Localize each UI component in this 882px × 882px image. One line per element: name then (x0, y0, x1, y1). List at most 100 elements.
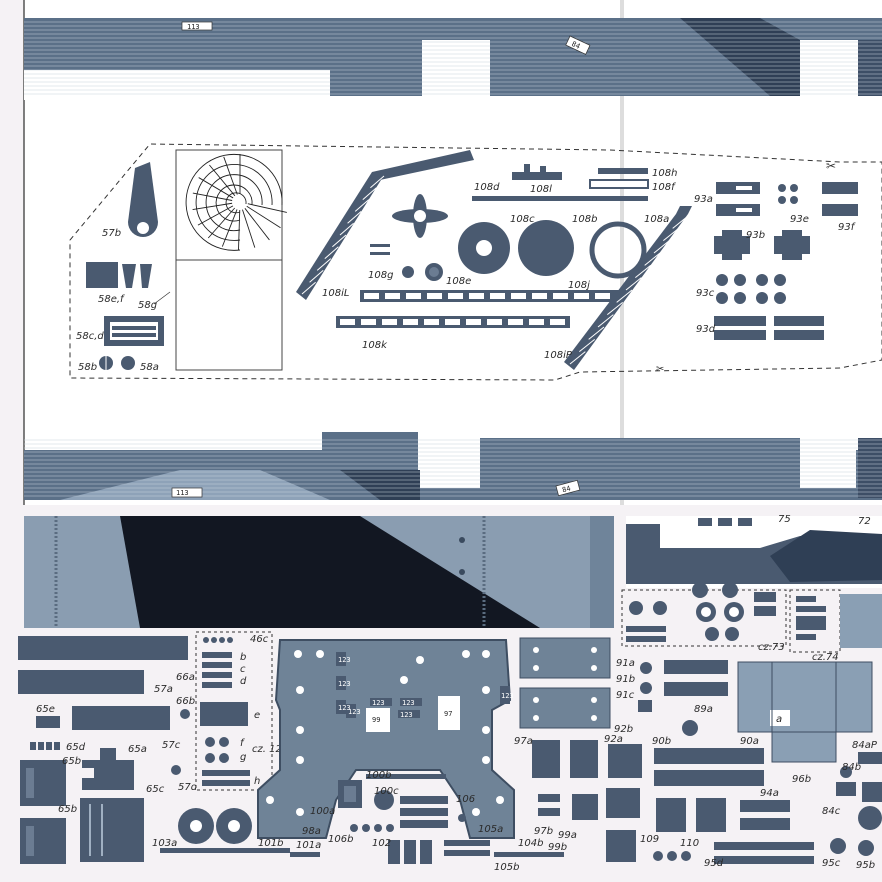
upper-deck-strip (24, 18, 882, 100)
label-65b-1: 65b (62, 756, 81, 767)
part-93e (778, 184, 798, 204)
part-93b (714, 230, 810, 260)
part-99a (572, 794, 598, 820)
label-92b: 92b (614, 724, 633, 735)
lower-tag: 113 (176, 489, 189, 497)
part-91-circles (638, 662, 652, 712)
part-98a-deck-plate (257, 639, 515, 839)
part-57c-block (72, 706, 170, 730)
part-105b-2 (444, 850, 490, 856)
lower-tag-box (171, 487, 203, 498)
part-104b (494, 852, 564, 857)
part-93f-2 (822, 204, 858, 216)
part-108a (589, 221, 647, 279)
part-91b-plate (519, 687, 611, 729)
part-58e (86, 262, 118, 288)
label-75: 75 (778, 514, 791, 525)
label-92a: 92a (604, 734, 623, 745)
part-108iL-jib (296, 150, 474, 300)
label-99b: 99b (548, 842, 567, 853)
label-108c: 108c (510, 214, 535, 225)
label-g: g (240, 752, 246, 763)
deck-label-123f: 123 (402, 699, 415, 707)
label-108d: 108d (474, 182, 500, 193)
deck-label-97: 97 (444, 710, 452, 718)
part-65d (30, 742, 60, 750)
part-58f (122, 264, 136, 288)
part-100b (366, 774, 446, 779)
label-c: c (240, 664, 246, 675)
label-103a: 103a (152, 838, 177, 849)
label-d: d (240, 676, 247, 687)
label-58g: 58g (138, 300, 157, 311)
label-95c: 95c (822, 858, 841, 869)
label-97a: 97a (514, 736, 533, 747)
label-65e: 65e (36, 704, 55, 715)
part-65e (36, 716, 60, 728)
label-110: 110 (680, 838, 699, 849)
part-58c-window (110, 322, 158, 340)
part-93d (714, 316, 824, 340)
deck-label-123g: 123 (400, 711, 413, 719)
part-small-rod-1 (370, 244, 390, 247)
part-109 (606, 830, 636, 862)
label-93b: 93b (746, 230, 765, 241)
label-101b: 101b (258, 838, 283, 849)
part-101a (290, 852, 320, 857)
part-65a (82, 760, 134, 790)
label-95b: 95b (856, 860, 875, 871)
part-105b-1 (444, 840, 490, 846)
lower-right-tag-group: 84 (555, 479, 581, 497)
label-93f: 93f (838, 222, 856, 233)
label-57d: 57d (178, 782, 198, 793)
part-101b (160, 848, 290, 853)
label-90b: 90b (652, 736, 671, 747)
part-66b (180, 709, 190, 719)
label-93c: 93c (696, 288, 715, 299)
label-108l: 108l (530, 184, 552, 195)
label-f: f (240, 738, 245, 749)
label-93a: 93a (694, 194, 713, 205)
label-cz74: cz.74 (812, 652, 839, 663)
label-57a: 57a (154, 684, 173, 695)
label-101a: 101a (296, 840, 321, 851)
lower-right-tag: 84 (561, 484, 571, 494)
part-108d (472, 196, 648, 201)
part-89a (664, 660, 728, 696)
part-110 (653, 851, 691, 861)
label-66a: 66a (176, 672, 195, 683)
label-105a: 105a (478, 824, 503, 835)
part-90b (654, 770, 764, 786)
bottom-hull-end (590, 516, 614, 628)
label-98a: 98a (302, 826, 321, 837)
part-66a (18, 636, 188, 660)
label-91a: 91a (616, 658, 635, 669)
scissors-icon: ✂ (826, 159, 836, 173)
label-65b-2: 65b (58, 804, 77, 815)
part-95d (714, 842, 814, 864)
upper-right-tag: 84 (570, 40, 581, 51)
part-90a (654, 748, 764, 764)
part-97a (532, 740, 598, 778)
part-108g (402, 266, 414, 278)
label-65c: 65c (146, 784, 165, 795)
label-96b: 96b (792, 774, 811, 785)
label-58ef: 58e,f (98, 294, 125, 305)
part-93c (716, 274, 786, 304)
label-65a: 65a (128, 744, 147, 755)
part-93f-1 (822, 182, 858, 194)
label-100c: 100c (374, 786, 399, 797)
upper-right-tag-group: 84 (565, 35, 591, 55)
label-46c: 46c (250, 634, 269, 645)
part-58a (121, 356, 135, 370)
label-58a: 58a (140, 362, 159, 373)
label-109: 109 (640, 834, 659, 845)
deck-label-123e: 123 (372, 699, 385, 707)
label-90a: 90a (740, 736, 759, 747)
part-94 (656, 798, 790, 832)
label-91b: 91b (616, 674, 635, 685)
label-102: 102 (372, 838, 391, 849)
label-84aP: 84aP (852, 740, 878, 751)
part-84 (836, 752, 882, 830)
